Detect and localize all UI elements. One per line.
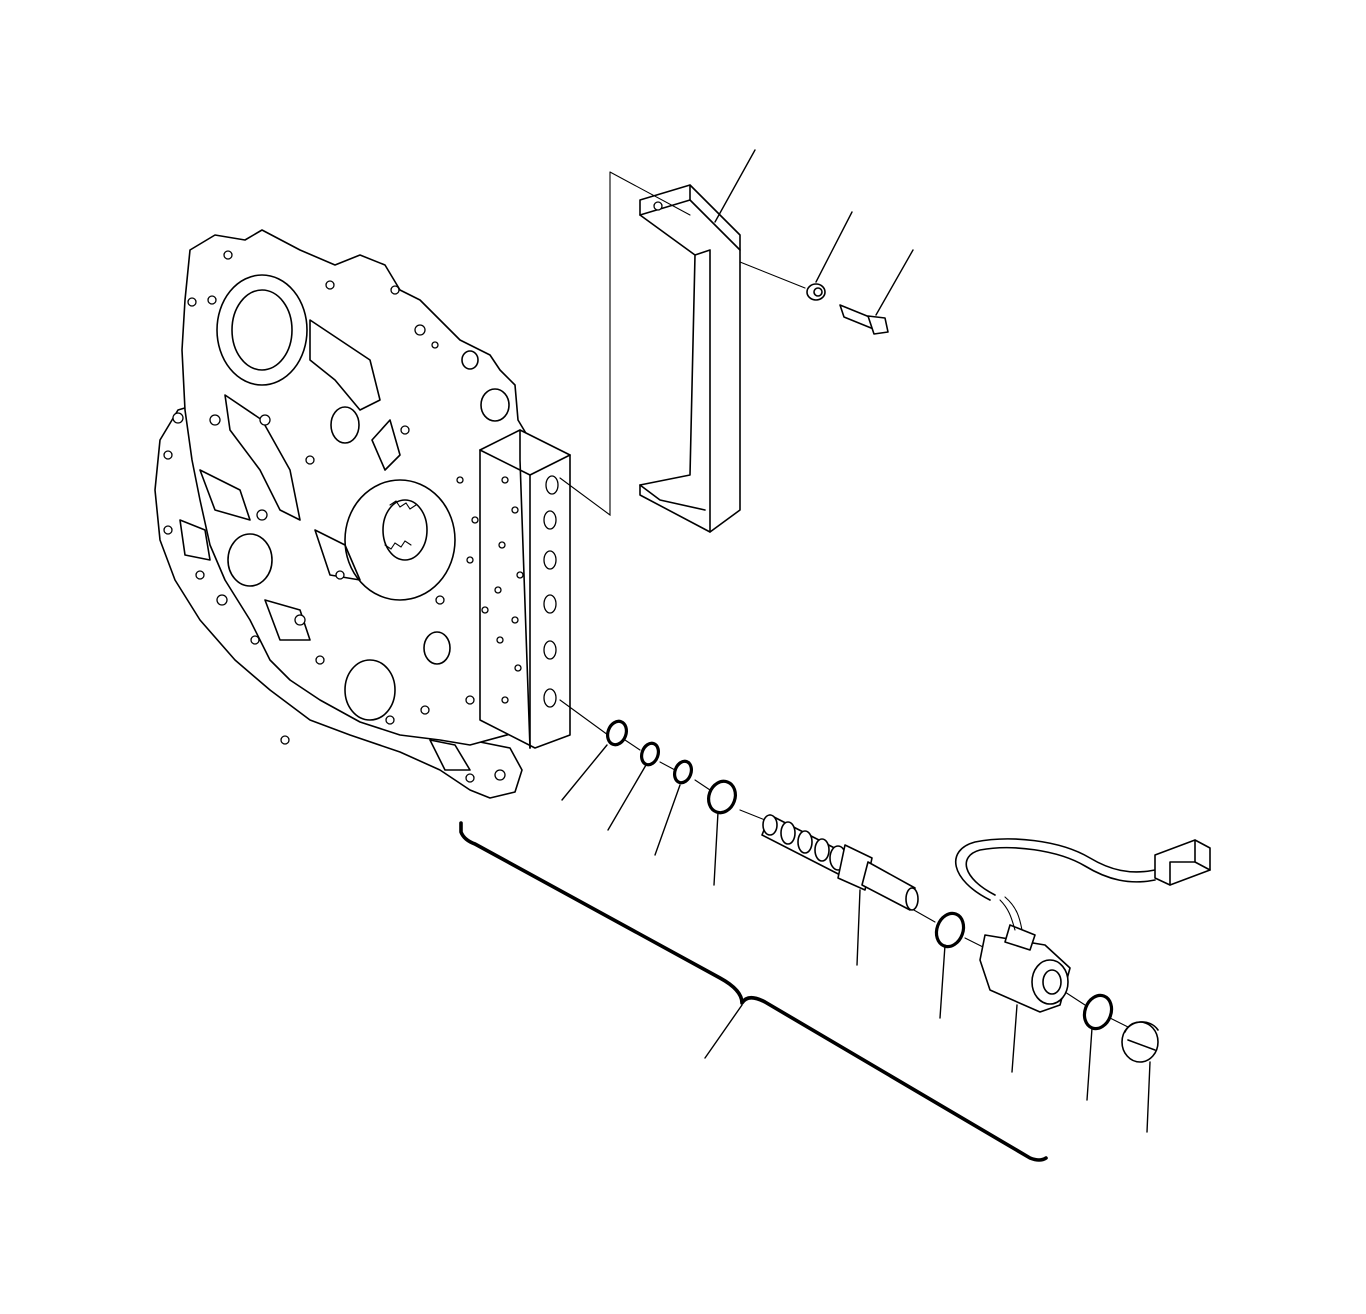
block-holes [456,476,524,705]
wiring-harness [954,838,1156,931]
o-ring-3 [672,759,694,785]
bracket [639,184,741,533]
o-ring-4 [707,779,737,815]
o-ring-5 [934,911,966,949]
end-cap [1121,1021,1159,1063]
bolt-holes [163,250,506,783]
cover-ribs [179,319,471,771]
bolt [839,304,889,335]
transmission-housing [154,229,571,799]
assembly-group-brace [459,821,1048,1162]
cover-bores [216,274,510,721]
valve-spool [761,814,919,911]
o-ring-6 [1082,993,1114,1031]
bracket-alignment-line [559,171,691,517]
spool-axis-line [559,699,1131,1029]
o-ring-2 [639,741,661,767]
o-ring-1 [605,719,629,747]
connector-plug [1154,839,1211,886]
valve-ports [543,475,559,708]
o-rings [605,719,1114,1031]
brace-leader [704,1004,743,1059]
washer [806,283,826,301]
leader-lines [561,149,1151,1133]
solenoid-coil [979,924,1071,1013]
bolt-axis-line [739,261,806,289]
